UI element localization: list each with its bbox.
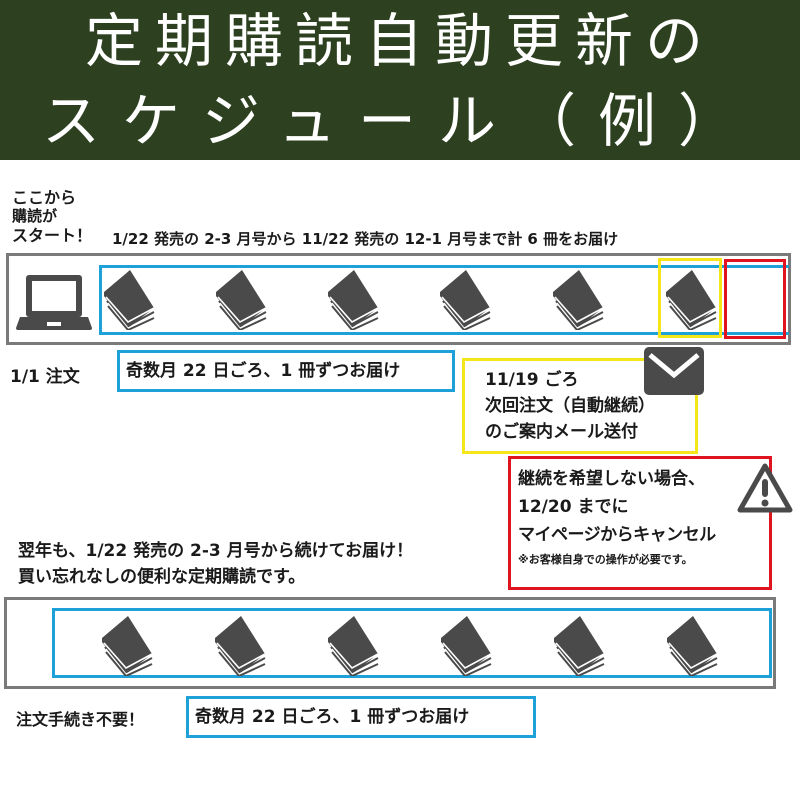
- renewal-delivery-box: [52, 608, 772, 678]
- next-year-line-2: 買い忘れなしの便利な定期購読です。: [18, 567, 306, 587]
- last-issue-highlight: [658, 258, 722, 338]
- book-icon: [666, 615, 720, 676]
- start-line-3: スタート！: [12, 226, 93, 245]
- cancel-line-3: マイページからキャンセル: [518, 525, 716, 545]
- delivery-period-box: [99, 265, 789, 335]
- cancel-deadline-highlight: [724, 259, 786, 339]
- cancel-note: ※お客様自身での操作が必要です。: [518, 553, 693, 566]
- mail-notice-line-2: 次回注文（自動継続）: [485, 396, 655, 416]
- cancel-deadline: 12/20 までに: [518, 497, 629, 517]
- delivery-schedule-box: 奇数月 22 日ごろ、1 冊ずつお届け: [117, 350, 455, 392]
- book-icon: [665, 269, 719, 330]
- laptop-icon: [16, 275, 92, 330]
- start-line-1: ここから: [12, 188, 77, 207]
- book-icon: [214, 615, 268, 676]
- book-icon: [103, 269, 157, 330]
- start-line-2: 購読が: [12, 207, 58, 225]
- title-banner: 定期購読自動更新の スケジュール（例）: [0, 0, 800, 160]
- no-order-needed-label: 注文手続き不要！: [16, 710, 145, 729]
- title-line-2: スケジュール（例）: [42, 87, 758, 155]
- book-icon: [552, 269, 606, 330]
- next-year-line-1: 翌年も、1/22 発売の 2-3 月号から続けてお届け！: [18, 541, 414, 561]
- subscription-summary: 1/22 発売の 2-3 月号から 11/22 発売の 12-1 月号まで計 6…: [112, 230, 619, 248]
- mail-notice-line-3: のご案内メール送付: [485, 422, 638, 442]
- renewal-schedule-box: 奇数月 22 日ごろ、1 冊ずつお届け: [186, 696, 536, 738]
- book-icon: [327, 615, 381, 676]
- book-icon: [553, 615, 607, 676]
- order-date-label: 1/1 注文: [10, 367, 80, 387]
- renewal-mail-notice: 11/19 ごろ 次回注文（自動継続） のご案内メール送付: [462, 358, 698, 454]
- cancel-line-1: 継続を希望しない場合、: [518, 469, 705, 489]
- next-year-message: 翌年も、1/22 発売の 2-3 月号から続けてお届け！ 買い忘れなしの便利な定…: [18, 538, 413, 590]
- warning-icon: [737, 463, 793, 513]
- book-icon: [101, 615, 155, 676]
- title-line-1: 定期購読自動更新の: [84, 7, 715, 75]
- book-icon: [215, 269, 269, 330]
- book-icon: [440, 615, 494, 676]
- book-icon: [327, 269, 381, 330]
- book-icon: [439, 269, 493, 330]
- cancel-instructions: 継続を希望しない場合、 12/20 までに マイページからキャンセル ※お客様自…: [508, 456, 772, 590]
- envelope-icon: [644, 347, 704, 395]
- mail-notice-date: 11/19 ごろ: [485, 370, 579, 390]
- start-label: ここから 購読が スタート！: [12, 188, 92, 245]
